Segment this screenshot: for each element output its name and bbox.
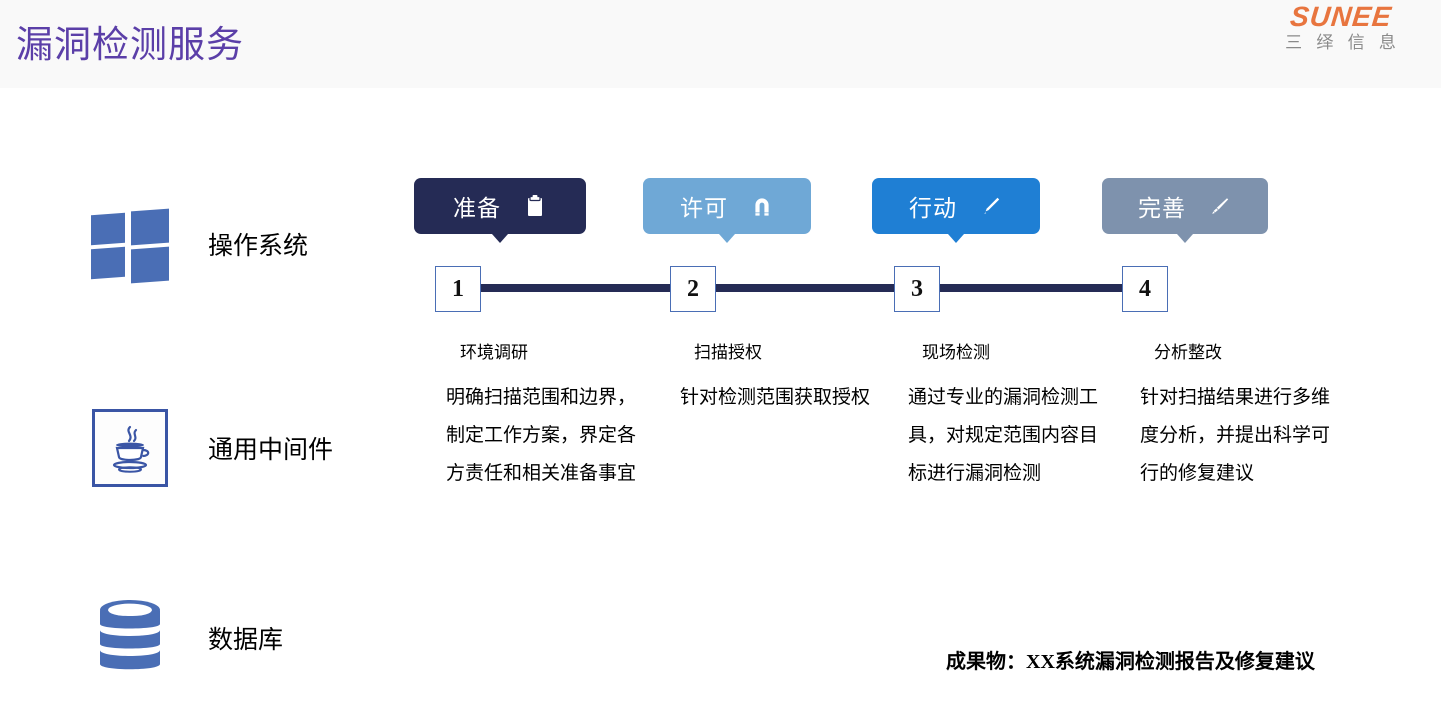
category-database: 数据库 <box>88 596 283 680</box>
step-description-1: 环境调研 明确扫描范围和边界，制定工作方案，界定各方责任和相关准备事宜 <box>446 338 636 493</box>
step-body: 针对扫描结果进行多维度分析，并提出科学可行的修复建议 <box>1140 387 1331 484</box>
step-number-3[interactable]: 3 <box>894 266 940 312</box>
logo-wordmark: SUNEE <box>1288 1 1394 32</box>
step-description-4: 分析整改 针对扫描结果进行多维度分析，并提出科学可行的修复建议 <box>1140 338 1330 493</box>
pencil-icon <box>979 194 1003 218</box>
step-badge-3[interactable]: 行动 <box>872 178 1040 243</box>
category-label: 操作系统 <box>208 233 309 260</box>
magnet-icon <box>750 194 774 218</box>
step-number-label: 1 <box>452 275 464 302</box>
deliverable-text: 成果物：XX系统漏洞检测报告及修复建议 <box>946 651 1315 673</box>
clipboard-icon <box>523 194 547 218</box>
java-logo-icon <box>88 406 172 490</box>
step-badge-1[interactable]: 准备 <box>414 178 586 243</box>
category-operating-system: 操作系统 <box>88 202 308 286</box>
step-description-3: 现场检测 通过专业的漏洞检测工具，对规定范围内容目标进行漏洞检测 <box>908 338 1098 493</box>
step-badge-label: 完善 <box>1138 196 1186 221</box>
step-number-1[interactable]: 1 <box>435 266 481 312</box>
category-label: 通用中间件 <box>208 437 334 464</box>
step-badge-2[interactable]: 许可 <box>643 178 811 243</box>
step-title: 扫描授权 <box>694 343 762 362</box>
timeline-connector <box>458 284 1146 292</box>
step-badge-label: 准备 <box>453 196 501 221</box>
paintbrush-icon <box>1208 194 1232 218</box>
category-middleware: 通用中间件 <box>88 406 333 490</box>
step-number-label: 2 <box>687 275 699 302</box>
database-icon <box>88 596 172 680</box>
logo-subtitle: 三 绎 信 息 <box>1285 33 1401 52</box>
step-number-4[interactable]: 4 <box>1122 266 1168 312</box>
step-description-2: 扫描授权 针对检测范围获取授权 <box>680 338 870 417</box>
step-pointer <box>492 234 508 243</box>
company-logo: SUNEE 三 绎 信 息 <box>1251 1 1431 54</box>
step-pointer <box>719 234 735 243</box>
step-title: 现场检测 <box>922 343 990 362</box>
step-body: 针对检测范围获取授权 <box>680 387 871 408</box>
step-number-2[interactable]: 2 <box>670 266 716 312</box>
step-body: 通过专业的漏洞检测工具，对规定范围内容目标进行漏洞检测 <box>908 387 1099 484</box>
step-body: 明确扫描范围和边界，制定工作方案，界定各方责任和相关准备事宜 <box>446 387 637 484</box>
category-label: 数据库 <box>208 627 284 654</box>
page-header: 漏洞检测服务 SUNEE 三 绎 信 息 <box>0 0 1441 88</box>
step-title: 分析整改 <box>1154 343 1222 362</box>
step-number-label: 3 <box>911 275 923 302</box>
page-title: 漏洞检测服务 <box>16 25 244 66</box>
step-badge-label: 行动 <box>909 196 957 221</box>
step-title: 环境调研 <box>460 343 528 362</box>
windows-logo-icon <box>88 202 172 286</box>
step-badge-4[interactable]: 完善 <box>1102 178 1268 243</box>
step-number-label: 4 <box>1139 275 1151 302</box>
step-badge-label: 许可 <box>680 196 728 221</box>
step-pointer <box>948 234 964 243</box>
step-pointer <box>1177 234 1193 243</box>
